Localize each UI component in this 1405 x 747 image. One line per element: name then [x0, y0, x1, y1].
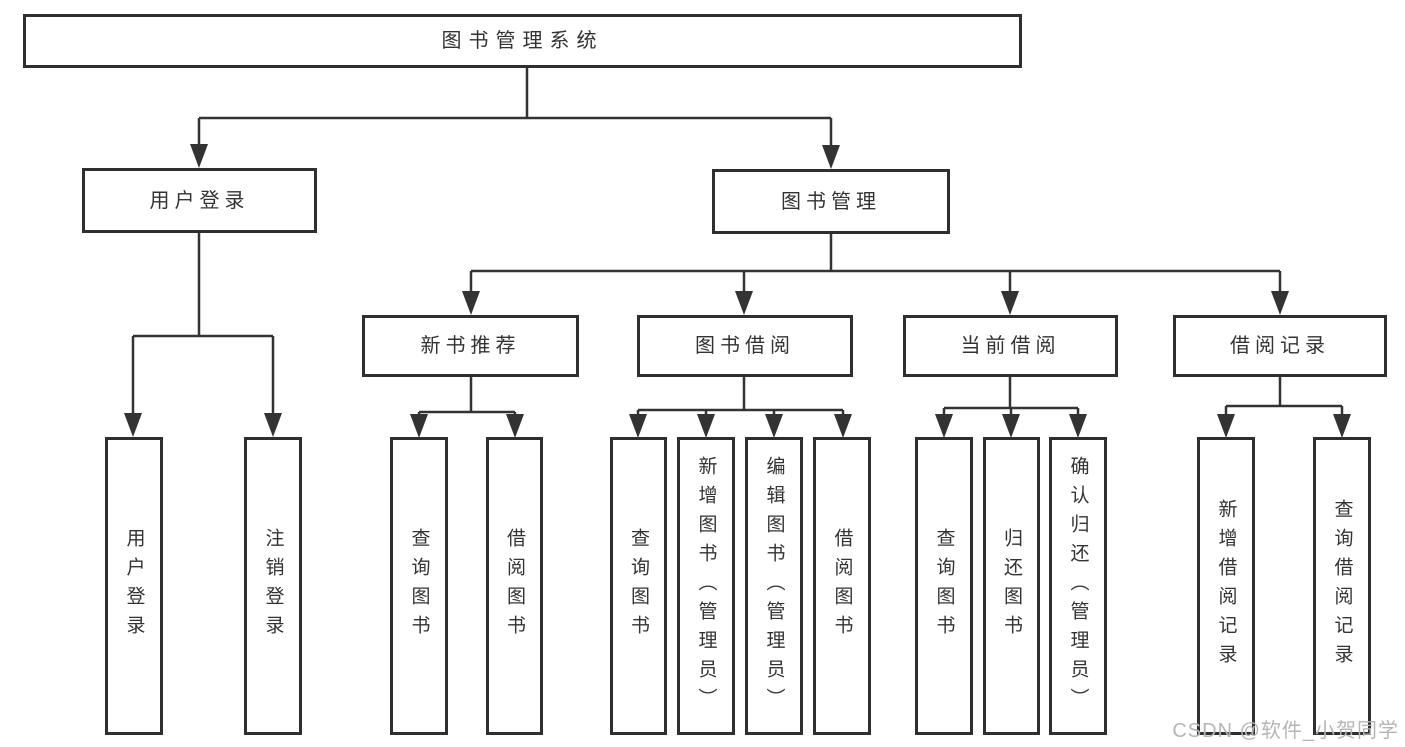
- leaf-add-book-admin: 新增图书（管理员）: [677, 437, 735, 735]
- leaf-logout: 注销登录: [244, 437, 302, 735]
- leaf-add-borrow-record: 新增借阅记录: [1197, 437, 1255, 735]
- leaf-query-books-borrow: 查询图书: [610, 437, 667, 735]
- leaf-edit-book-admin: 编辑图书（管理员）: [745, 437, 803, 735]
- leaf-query-books-current: 查询图书: [915, 437, 973, 735]
- leaf-confirm-return-admin: 确认归还（管理员）: [1049, 437, 1107, 735]
- csdn-watermark: CSDN @软件_小贺同学: [1172, 720, 1399, 742]
- node-book-borrowing: 图书借阅: [637, 315, 853, 377]
- node-new-book-recommendation: 新书推荐: [362, 315, 579, 377]
- leaf-user-login: 用户登录: [105, 437, 163, 735]
- node-user-login: 用户登录: [82, 168, 317, 233]
- leaf-query-books-recommend: 查询图书: [390, 437, 448, 735]
- node-current-borrowing: 当前借阅: [903, 315, 1118, 377]
- node-book-management: 图书管理: [712, 169, 950, 234]
- leaf-borrow-books: 借阅图书: [813, 437, 871, 735]
- node-library-management-system: 图书管理系统: [23, 14, 1022, 68]
- node-borrowing-records: 借阅记录: [1173, 315, 1387, 377]
- leaf-return-book: 归还图书: [983, 437, 1040, 735]
- leaf-query-borrow-record: 查询借阅记录: [1313, 437, 1371, 735]
- leaf-borrow-books-recommend: 借阅图书: [486, 437, 543, 735]
